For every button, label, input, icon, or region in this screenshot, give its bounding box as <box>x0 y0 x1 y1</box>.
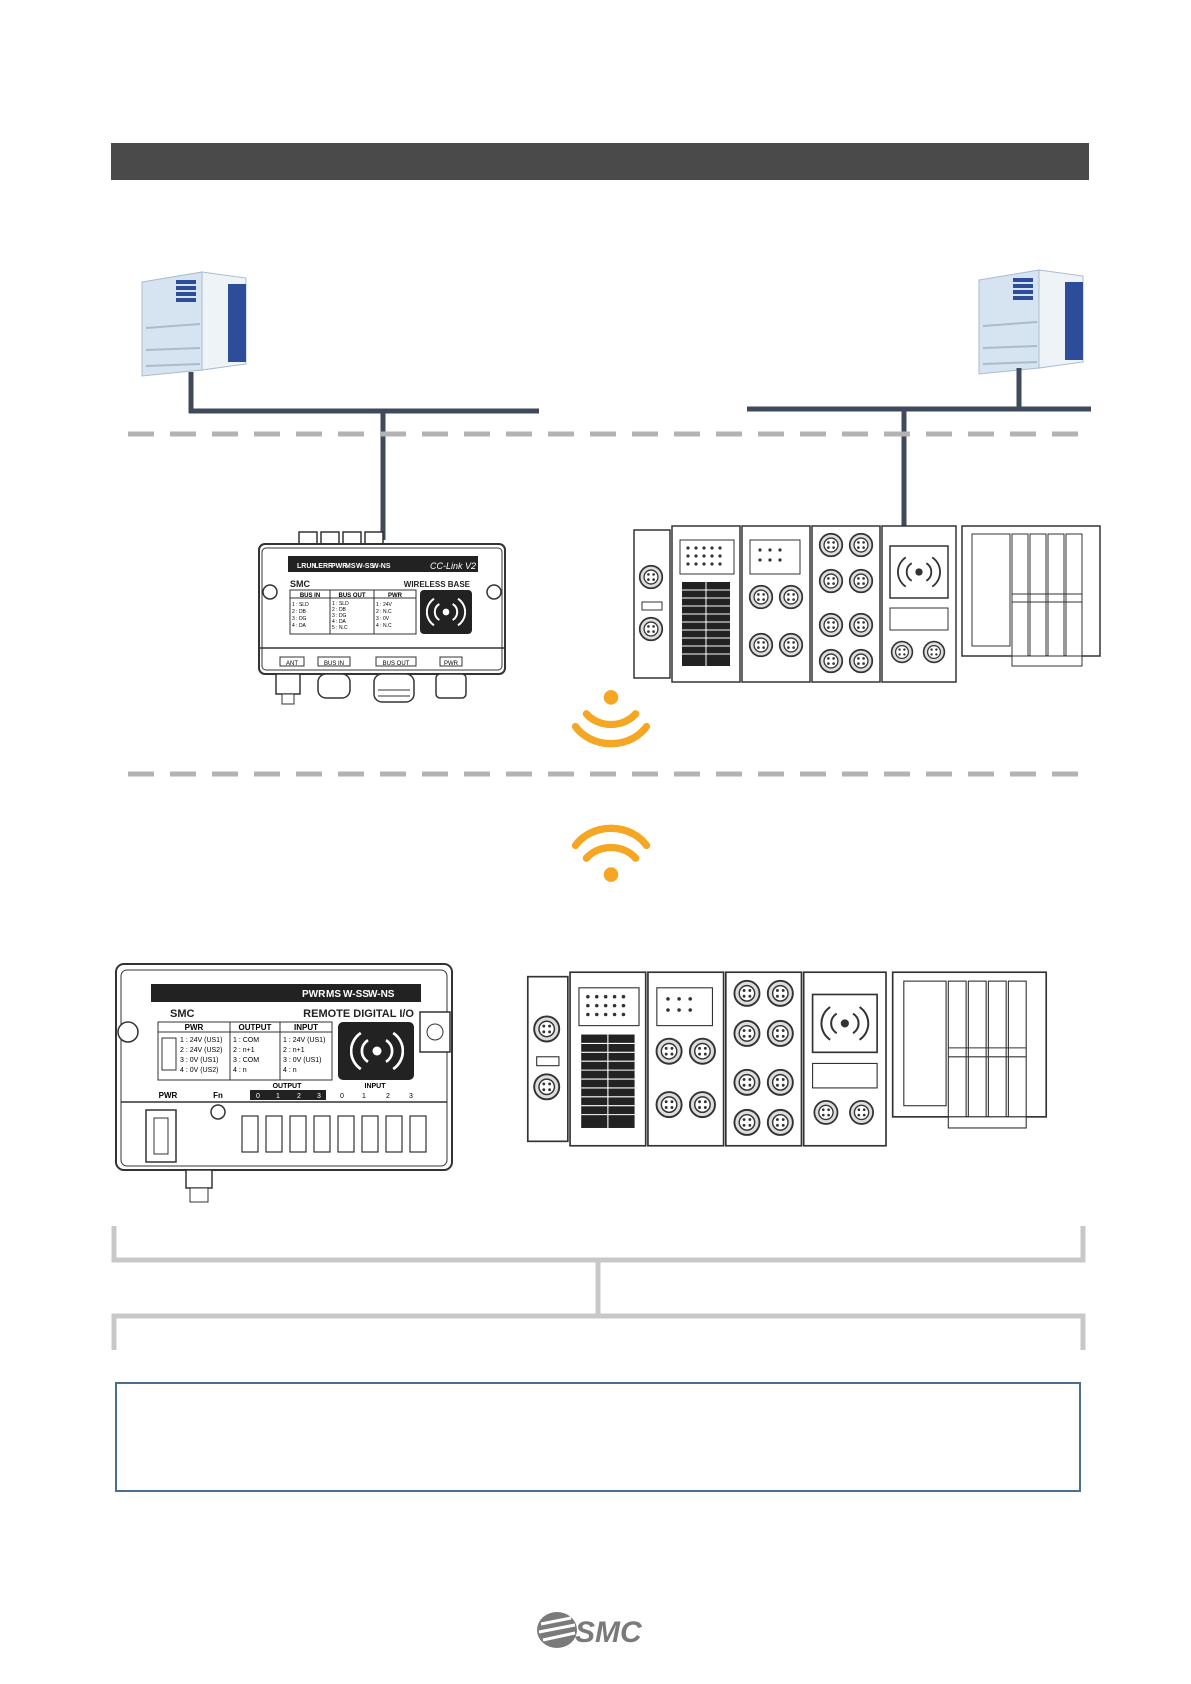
wb-led-ms: MS <box>345 563 356 570</box>
wb-bus-in-pin-4: 4 : DA <box>292 623 307 629</box>
rio-input-pin-1: 1 : 24V (US1) <box>283 1037 325 1044</box>
wb-network-label: CC-Link V2 <box>430 561 476 571</box>
rio-led-wns: W-NS <box>368 989 395 1000</box>
rio-output-num-2: 2 <box>297 1093 301 1100</box>
remote-io-unit: PWR MS W-SS W-NS SMC REMOTE DIGITAL I/O … <box>115 963 453 1203</box>
smc-logo-text: SMC <box>575 1616 643 1649</box>
rio-input-num-0: 0 <box>340 1093 344 1100</box>
rio-col-pwr: PWR <box>185 1023 204 1032</box>
wireless-icon-lower <box>575 828 646 882</box>
rio-input-num-1: 1 <box>362 1093 366 1100</box>
wb-col-bus-in: BUS IN <box>300 593 320 599</box>
wb-pwr-pin-4: 4 : N.C <box>376 623 392 629</box>
wb-bus-out-pin-2: 2 : DB <box>332 607 347 613</box>
rio-pwr-pin-4: 4 : 0V (US2) <box>180 1067 219 1074</box>
pc-icon-right <box>978 269 1084 375</box>
note-box <box>115 1382 1081 1492</box>
wb-led-lerr: LERR <box>314 563 333 570</box>
wb-bus-out-pin-1: 1 : SLD <box>332 601 349 607</box>
smc-logo: SMC <box>537 1612 643 1649</box>
network-line-right <box>747 368 1091 526</box>
wb-port-ant: ANT <box>286 661 298 667</box>
rio-output-group: OUTPUT <box>273 1083 303 1090</box>
rio-led-ms: MS <box>326 989 341 1000</box>
wb-led-wns: W-NS <box>372 563 391 570</box>
wb-led-pwr: PWR <box>331 563 347 570</box>
wb-bus-in-pin-2: 2 : DB <box>292 609 307 615</box>
rio-input-pin-3: 3 : 0V (US1) <box>283 1057 322 1064</box>
rio-bottom-pwr: PWR <box>159 1091 178 1100</box>
rio-input-num-3: 3 <box>409 1093 413 1100</box>
bracket-lower <box>111 1313 1086 1350</box>
bracket-upper <box>111 1226 1086 1263</box>
manifold-valve-icon-lower <box>528 972 1046 1146</box>
rio-output-num-0: 0 <box>256 1093 260 1100</box>
wb-bus-out-pin-3: 3 : DG <box>332 613 347 619</box>
rio-output-num-1: 1 <box>276 1093 280 1100</box>
wb-port-bus-in: BUS IN <box>324 661 344 667</box>
wb-port-bus-out: BUS OUT <box>383 661 410 667</box>
wireless-base-unit: LRUN LERR PWR MS W-SS W-NS CC-Link V2 SM… <box>258 531 506 705</box>
rio-input-pin-2: 2 : n+1 <box>283 1047 305 1054</box>
rio-input-group: INPUT <box>365 1083 387 1090</box>
rio-pwr-pin-1: 1 : 24V (US1) <box>180 1037 222 1044</box>
rio-input-num-2: 2 <box>386 1093 390 1100</box>
rio-led-wss: W-SS <box>343 989 369 1000</box>
rio-pwr-pin-2: 2 : 24V (US2) <box>180 1047 222 1054</box>
wb-bus-out-pin-5: 5 : N.C <box>332 625 348 631</box>
rio-col-input: INPUT <box>294 1023 318 1032</box>
network-line-left <box>188 372 539 540</box>
wb-port-pwr: PWR <box>444 661 459 667</box>
rio-pwr-pin-3: 3 : 0V (US1) <box>180 1057 219 1064</box>
wb-pwr-pin-2: 2 : N.C <box>376 609 392 615</box>
wb-logo-text: SMC <box>290 579 311 589</box>
wb-pwr-pin-3: 3 : 0V <box>376 616 390 622</box>
rio-output-pin-3: 3 : COM <box>233 1057 259 1064</box>
rio-input-pin-4: 4 : n <box>283 1067 297 1074</box>
pc-icon-left <box>141 271 247 377</box>
wb-led-lrun: LRUN <box>297 563 316 570</box>
wireless-icon-upper <box>575 690 646 744</box>
wb-model-label: WIRELESS BASE <box>404 580 471 589</box>
rio-logo-text: SMC <box>170 1008 195 1020</box>
wb-pwr-pin-1: 1 : 24V <box>376 602 393 608</box>
rio-output-pin-1: 1 : COM <box>233 1037 259 1044</box>
rio-output-num-3: 3 <box>317 1093 321 1100</box>
rio-model-label: REMOTE DIGITAL I/O <box>303 1008 414 1020</box>
rio-led-pwr: PWR <box>302 989 326 1000</box>
manifold-valve-icon-upper <box>634 526 1100 682</box>
rio-output-pin-4: 4 : n <box>233 1067 247 1074</box>
wb-col-bus-out: BUS OUT <box>339 593 366 599</box>
wb-bus-in-pin-3: 3 : DG <box>292 616 307 622</box>
wb-col-pwr: PWR <box>388 593 403 599</box>
wb-led-wss: W-SS <box>356 563 374 570</box>
rio-col-output: OUTPUT <box>239 1023 272 1032</box>
rio-output-pin-2: 2 : n+1 <box>233 1047 255 1054</box>
wb-bus-out-pin-4: 4 : DA <box>332 619 347 625</box>
rio-bottom-fn: Fn <box>213 1091 223 1100</box>
section-title-bar <box>111 143 1089 180</box>
wb-bus-in-pin-1: 1 : SLD <box>292 602 309 608</box>
